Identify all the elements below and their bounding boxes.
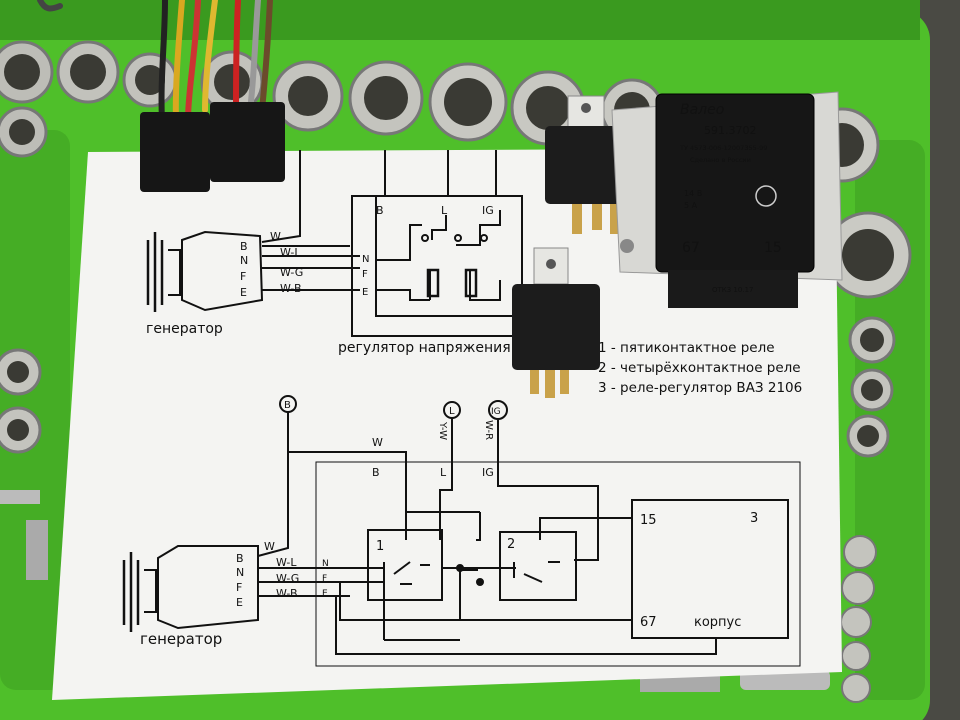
upper-reg-terminal-e: E	[362, 287, 368, 298]
relay-1-label: 1	[376, 539, 384, 554]
upper-reg-terminal-n: N	[362, 254, 369, 265]
voltage-regulator-device: Валео 591.3702 ТУ 4573-006-12007355-99 С…	[611, 91, 843, 308]
upper-gen-terminal-n: N	[240, 254, 248, 267]
legend: 1 - пятиконтактное реле 2 - четырёхконта…	[598, 340, 802, 396]
lower-wire-w: W	[264, 540, 275, 553]
lower-top-wire-y-w: Y-W	[437, 421, 448, 440]
regulator-pin-right-label: 15	[764, 240, 782, 256]
upper-reg-terminal-b: B	[376, 204, 384, 217]
upper-reg-terminal-l: L	[441, 204, 448, 217]
lower-side-terminal-e: E	[322, 589, 328, 599]
upper-gen-terminal-f: F	[240, 270, 246, 283]
lower-wire-w-l: W-L	[276, 556, 297, 569]
lower-top-wire-w: W	[372, 436, 383, 449]
relay-middle	[512, 247, 600, 398]
legend-item-3: 3 - реле-регулятор ВАЗ 2106	[598, 380, 802, 396]
regulator-brand: Валео	[680, 102, 724, 118]
lower-diagram	[122, 395, 801, 667]
lower-top-terminal-l: L	[449, 406, 455, 417]
upper-wire-w-b: W-B	[280, 282, 302, 295]
relay-2-label: 2	[507, 537, 515, 552]
legend-item-2: 2 - четырёхконтактное реле	[598, 360, 801, 376]
regulator-pin-67: 67	[640, 615, 657, 630]
upper-diagram	[146, 150, 523, 337]
lower-side-terminal-n: N	[322, 559, 329, 569]
upper-wire-w: W	[270, 230, 281, 243]
lower-gen-terminal-f: F	[236, 581, 242, 594]
socket-column-right	[804, 107, 912, 703]
regulator-pin-left-label: 67	[682, 240, 700, 256]
legend-item-1: 1 - пятиконтактное реле	[598, 340, 775, 356]
lower-generator-label: генератор	[140, 630, 222, 648]
regulator-origin: Сделано в России	[690, 156, 751, 164]
upper-diagram-labels: B N F E W W-L W-G W-B B L IG N F E генер…	[146, 204, 511, 356]
upper-wire-w-l: W-L	[280, 246, 301, 259]
lower-top-wire-w-r: W-R	[483, 420, 494, 440]
regulator-pin-3: 3	[750, 511, 758, 526]
upper-reg-terminal-f: F	[362, 269, 368, 280]
lower-bus-l: L	[440, 466, 447, 479]
regulator-case-label: корпус	[694, 615, 741, 630]
toolbox-top-rail	[0, 0, 920, 40]
lower-top-terminal-ig: IG	[491, 407, 501, 417]
upper-reg-terminal-ig: IG	[482, 204, 494, 217]
connector-right	[210, 102, 285, 182]
upper-wire-w-g: W-G	[280, 266, 303, 279]
lower-wire-w-b: W-B	[276, 587, 298, 600]
toolbox-left-rail	[0, 130, 70, 690]
lower-wire-w-g: W-G	[276, 572, 299, 585]
upper-gen-terminal-b: B	[240, 240, 248, 253]
lower-gen-terminal-b: B	[236, 552, 244, 565]
regulator-pin-15: 15	[640, 513, 657, 528]
regulator-current: 5 А	[684, 201, 698, 210]
lower-side-terminal-f: F	[322, 574, 327, 584]
lower-gen-terminal-e: E	[236, 596, 243, 609]
lower-bus-ig: IG	[482, 466, 494, 479]
schematic-paper	[52, 148, 842, 700]
lower-gen-terminal-n: N	[236, 566, 244, 579]
lower-bus-b: B	[372, 466, 380, 479]
regulator-model: 591.3702	[704, 124, 757, 137]
upper-regulator-label: регулятор напряжения	[338, 340, 511, 356]
lower-top-terminal-b: B	[284, 400, 291, 411]
socket-row-top	[0, 40, 664, 158]
regulator-voltage: 14 В	[684, 189, 702, 198]
upper-gen-terminal-e: E	[240, 286, 247, 299]
lower-diagram-labels: B L IG W Y-W W-R B L IG B N F E W W-L W-…	[140, 400, 758, 648]
connector-left	[140, 112, 210, 192]
upper-generator-label: генератор	[146, 321, 223, 337]
socket-column-left	[0, 348, 830, 692]
certification-mark-icon	[755, 185, 777, 207]
wire-harness	[37, 0, 273, 123]
regulator-spec: ТУ 4573-006-12007355-99	[679, 144, 767, 152]
regulator-stamp: ОТК3 10.17	[712, 286, 753, 294]
